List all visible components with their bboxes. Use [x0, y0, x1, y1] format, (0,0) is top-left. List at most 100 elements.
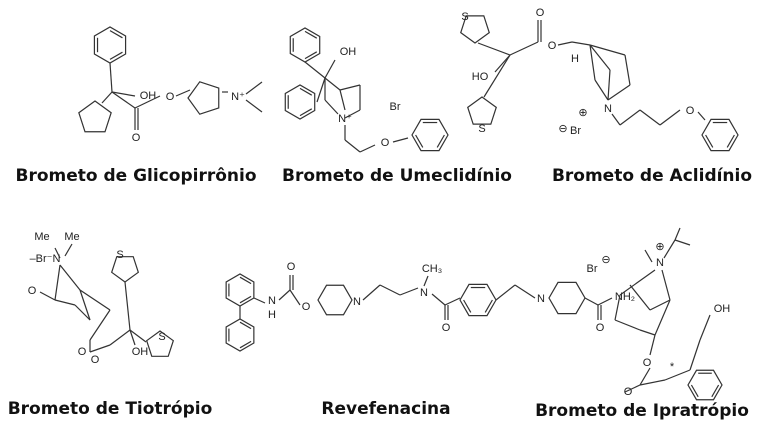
piperidine-ring [548, 281, 586, 315]
atom-label: S [461, 11, 468, 23]
bond [644, 249, 653, 263]
atom-label: N⁺ [231, 91, 245, 103]
bond [316, 77, 326, 103]
double-bond [726, 134, 735, 148]
atom-label: Me [34, 231, 49, 243]
bond [431, 293, 446, 306]
label-ipratropio: Brometo de Ipratrópio [535, 401, 749, 421]
atom-label: OH [340, 46, 357, 58]
double-bond [109, 51, 123, 60]
atom-label: N [420, 287, 428, 299]
benzene-ring [225, 318, 255, 352]
bond [514, 284, 536, 299]
atom-label: Br [587, 263, 598, 275]
bond [245, 81, 263, 95]
benzene-ring [411, 118, 449, 152]
bond [584, 297, 599, 306]
bond [175, 89, 191, 97]
pyrrolidine-ring [187, 81, 220, 115]
atom-label: OH [714, 303, 731, 315]
atom-label: N [604, 103, 612, 115]
bond [379, 284, 401, 296]
bond [659, 109, 681, 126]
atom-label: S [158, 331, 165, 343]
bond [324, 99, 339, 115]
bond [129, 329, 147, 343]
bond [101, 91, 113, 104]
atom-label: O [381, 137, 390, 149]
double-bond [304, 30, 318, 39]
atom-label: ⊕ [578, 107, 587, 119]
atom-label: CH₃ [422, 263, 442, 275]
bond [54, 299, 76, 306]
bond [339, 89, 346, 111]
atom-label: O [302, 301, 311, 313]
double-bond [463, 299, 472, 313]
atom-label: OH [132, 346, 149, 358]
bond [639, 109, 661, 126]
bond [611, 113, 621, 126]
bond [639, 367, 651, 386]
atom-label: N [268, 295, 276, 307]
atom-label: H [268, 309, 276, 321]
atom-label: O [548, 40, 557, 52]
bond [245, 99, 263, 113]
atom-label: O [624, 386, 633, 398]
bond [699, 314, 711, 341]
benzene-ring [701, 118, 739, 152]
double-bond [484, 299, 493, 313]
atom-label: HO [472, 71, 489, 83]
atom-label: S [478, 123, 485, 135]
benzene-ring [284, 84, 316, 120]
atom-label: –Br⁻N [30, 253, 61, 265]
atom-label: O [686, 105, 695, 117]
bond [89, 309, 111, 341]
bond [654, 299, 671, 336]
atom-label: S [116, 249, 123, 261]
bond [639, 329, 656, 336]
double-bond [415, 134, 424, 148]
bond [624, 54, 631, 86]
double-bond [705, 134, 714, 148]
double-bond [239, 321, 252, 330]
benzene-ring [687, 369, 723, 401]
benzene-ring [225, 273, 255, 307]
atom-label: N⁺ [338, 113, 352, 125]
atom-label: O [28, 285, 37, 297]
bond [639, 379, 666, 386]
bromide-label: Br [570, 125, 581, 137]
bond [278, 289, 291, 301]
atom-label: N [656, 257, 664, 269]
bond [477, 42, 511, 56]
atom-label: ⊖ [558, 123, 567, 135]
bond [111, 91, 136, 109]
bond [483, 54, 511, 98]
atom-label: O [166, 91, 175, 103]
bond [79, 289, 91, 321]
bond [324, 77, 341, 91]
bond [134, 95, 161, 109]
double-bond [239, 295, 252, 304]
double-bond [299, 87, 313, 96]
atom-label: Br [390, 101, 401, 113]
bond [629, 284, 651, 311]
thiophene-ring [467, 96, 497, 125]
bond [614, 294, 621, 321]
bond [607, 69, 611, 101]
atom-label: OH [140, 90, 157, 102]
bond [649, 299, 671, 311]
bond [359, 144, 376, 153]
bond [54, 264, 61, 301]
double-bond [239, 340, 252, 349]
bond [689, 339, 701, 371]
label-tiotropio: Brometo de Tiotrópio [7, 399, 213, 419]
bond [624, 384, 641, 393]
thiophene-ring [110, 256, 140, 283]
bond [649, 334, 656, 356]
atom-label: Me [64, 231, 79, 243]
double-bond [436, 134, 445, 148]
label-revefenacina: Revefenacina [321, 399, 451, 419]
double-bond [304, 51, 318, 60]
bond [594, 79, 609, 101]
bond [494, 54, 511, 73]
